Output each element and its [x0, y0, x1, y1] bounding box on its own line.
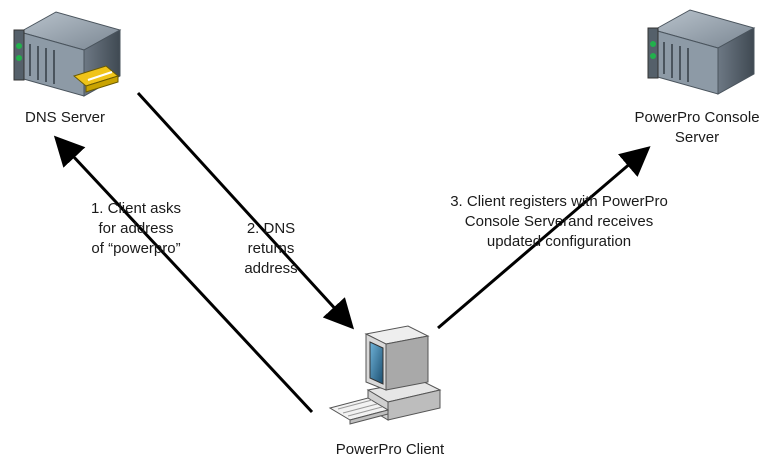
arrow-dns-to-client — [136, 91, 355, 330]
dns-server-label: DNS Server — [24, 109, 106, 126]
console-server-label: PowerPro Console Server — [634, 109, 760, 146]
client-label: PowerPro Client — [335, 441, 445, 458]
dns-server-icon — [13, 11, 122, 97]
arrow-client-to-console — [437, 146, 651, 330]
arrow-client-to-dns — [53, 135, 314, 414]
console-server-icon — [647, 9, 756, 95]
step-1-label: 1. Client asks for address of “powerpro” — [90, 200, 182, 257]
step-2-label: 2. DNS returns address — [244, 220, 298, 277]
step-3-label: 3. Client registers with PowerPro Consol… — [450, 193, 668, 250]
client-computer-icon — [328, 325, 442, 425]
